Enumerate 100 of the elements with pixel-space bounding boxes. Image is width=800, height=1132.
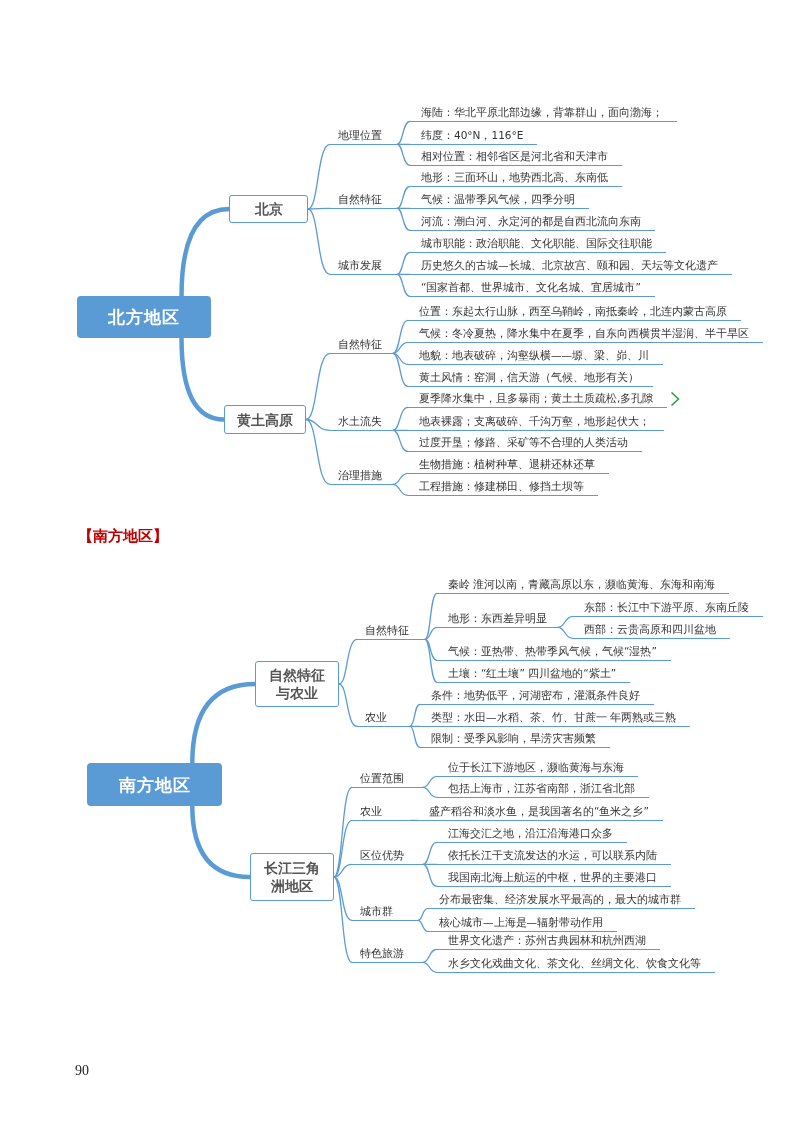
branch-line	[396, 251, 411, 275]
branch-line	[417, 919, 429, 932]
main-topic-label: 北方地区	[108, 306, 180, 328]
branch-line	[333, 876, 353, 921]
branch-line	[396, 143, 411, 145]
branch-detail: 气候：冬冷夏热，降水集中在夏季，自东向西横贯半湿润、半干旱区	[408, 326, 763, 343]
branch-detail: 包括上海市，江苏省南部，浙江省北部	[437, 781, 649, 798]
branch-detail: 海陆：华北平原北部边缘，背靠群山，面向渤海；	[410, 105, 677, 122]
branch-line	[392, 352, 409, 365]
branch-detail: 历史悠久的古城—长城、北京故宫、颐和园、天坛等文化遗产	[410, 258, 732, 275]
branch-detail: 相对位置：相邻省区是河北省和天津市	[410, 149, 622, 166]
branch-line	[333, 819, 353, 878]
branch-detail: 气候：温带季风气候，四季分明	[410, 192, 589, 209]
branch-line	[305, 418, 331, 485]
branch-detail: 我国南北海上航运的中枢，世界的主要港口	[437, 870, 671, 887]
branch-topic: 农业	[357, 710, 410, 727]
branch-line	[396, 273, 411, 297]
branch-line	[392, 472, 409, 485]
topic-label: 北京	[254, 200, 283, 218]
branch-detail: 气候：亚热带、热带季风气候，气候“湿热”	[437, 644, 671, 661]
branch-line	[557, 615, 574, 628]
branch-line	[417, 907, 429, 921]
branch-line	[307, 143, 331, 210]
branch-topic: 地理位置	[330, 128, 397, 145]
branch-detail: 东部：长江中下游平原、东南丘陵	[573, 600, 763, 617]
branch-detail: 西部：云贵高原和四川盆地	[573, 622, 730, 639]
main-topic-box	[87, 763, 222, 806]
branch-line	[338, 683, 358, 727]
branch-topic: 治理措施	[330, 468, 393, 485]
branch-line	[333, 863, 353, 878]
branch-line	[392, 352, 409, 387]
branch-topic: 农业	[352, 804, 410, 821]
topic-box	[229, 195, 308, 223]
branch-detail: 地形：三面环山，地势西北高、东南低	[410, 170, 622, 187]
branch-line	[424, 638, 438, 683]
branch-detail: 地貌：地表破碎，沟壑纵横——塬、梁、峁、川	[408, 348, 663, 365]
branch-line	[396, 120, 411, 145]
branch-detail: 地形：东西差异明显	[437, 611, 558, 628]
topic-label: 长江三角洲地区	[263, 859, 321, 895]
page-number: 90	[75, 1063, 89, 1079]
branch-detail: 分布最密集、经济发展水平最高的，最大的城市群	[428, 892, 695, 909]
topic-box	[255, 661, 339, 707]
branch-line	[305, 418, 331, 431]
branch-line	[307, 208, 331, 275]
branch-detail: 生物措施：植树种草、退耕还林还草	[408, 457, 609, 474]
branch-detail: 纬度：40°N，116°E	[410, 128, 538, 145]
main-topic-label: 南方地区	[118, 773, 191, 796]
branch-line	[396, 185, 411, 209]
branch-detail: 位于长江下游地区，濒临黄海与东海	[437, 760, 638, 777]
topic-box	[224, 405, 306, 434]
branch-line	[422, 961, 438, 973]
branch-topic: 城市发展	[330, 258, 397, 275]
branch-line	[305, 352, 331, 421]
topic-label: 自然特征与农业	[268, 666, 326, 702]
branch-line	[392, 319, 409, 354]
branch-line	[422, 863, 438, 865]
branch-line	[392, 341, 409, 354]
branch-line	[422, 775, 438, 788]
branch-detail: 工程措施：修建梯田、修挡土坝等	[408, 479, 598, 496]
branch-line	[396, 143, 411, 166]
branch-line	[396, 273, 411, 275]
branch-line	[424, 626, 438, 640]
branch-detail: 黄土风情：窑洞，信天游（气候、地形有关）	[408, 370, 653, 387]
branch-line	[409, 703, 421, 727]
branch-detail: 城市职能：政治职能、文化职能、国际交往职能	[410, 236, 666, 253]
branch-detail: 地表裸露；支离破碎、千沟万壑，地形起伏大；	[408, 414, 664, 431]
branch-topic: 自然特征	[330, 337, 393, 354]
branch-detail: 水乡文化戏曲文化、茶文化、丝绸文化、饮食文化等	[437, 956, 715, 973]
branch-topic: 城市群	[352, 904, 418, 921]
branch-detail: 世界文化遗产：苏州古典园林和杭州西湖	[437, 933, 660, 950]
branch-line	[409, 725, 421, 727]
branch-line	[392, 483, 409, 496]
branch-line	[422, 863, 438, 887]
branch-detail: 秦岭 淮河以南，青藏高原以东，濒临黄海、东海和南海	[437, 577, 730, 594]
branch-line	[424, 592, 438, 640]
branch-detail: 盛产稻谷和淡水鱼，是我国著名的“鱼米之乡”	[418, 804, 663, 821]
branch-line	[392, 406, 409, 431]
topic-label: 黄土高原	[237, 410, 293, 429]
branch-topic: 自然特征	[357, 623, 425, 640]
branch-line	[422, 786, 438, 798]
branch-line	[392, 429, 409, 452]
branch-topic: 位置范围	[352, 771, 423, 788]
branch-detail: 位置：东起太行山脉，西至乌鞘岭，南抵秦岭，北连内蒙古高原	[408, 304, 741, 321]
branch-topic: 特色旅游	[352, 946, 423, 963]
section-heading: 【南方地区】	[78, 526, 168, 546]
branch-line	[396, 207, 411, 231]
branch-detail: 土壤：“红土壤” 四川盆地的“紫土”	[437, 666, 631, 683]
branch-line	[422, 948, 438, 963]
branch-line	[333, 786, 353, 878]
branch-detail: 江海交汇之地，沿江沿海港口众多	[437, 826, 627, 843]
branch-line	[333, 876, 353, 963]
branch-detail: 夏季降水集中，且多暴雨；黄土土质疏松,多孔隙	[408, 391, 668, 408]
branch-line	[557, 626, 574, 639]
branch-detail: 限制：受季风影响，旱涝灾害频繁	[420, 731, 610, 748]
branch-detail: 类型：水田—水稻、茶、竹、甘蔗一 年两熟或三熟	[420, 710, 690, 727]
branch-line	[424, 638, 438, 661]
branch-line	[396, 207, 411, 209]
topic-box	[250, 853, 334, 901]
branch-topic: 自然特征	[330, 192, 397, 209]
branch-detail: 依托长江干支流发达的水运，可以联系内陆	[437, 848, 671, 865]
